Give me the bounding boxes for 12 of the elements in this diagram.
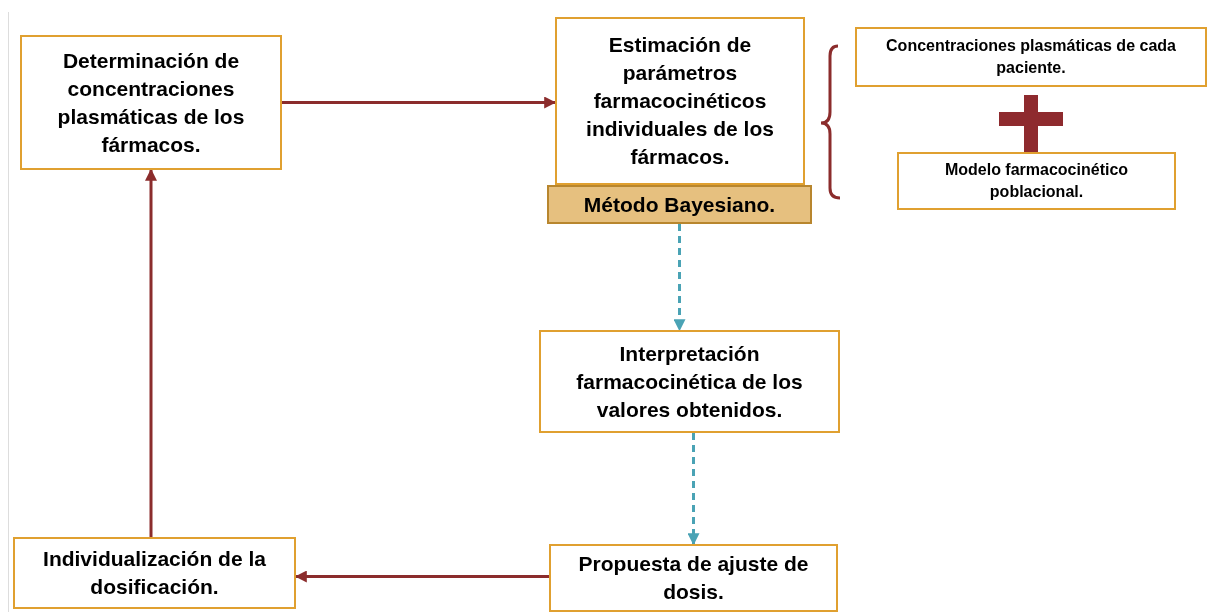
process-box: Interpretación farmacocinética de los valores obtenidos. <box>539 330 840 433</box>
arrow <box>687 433 700 546</box>
process-box: Estimación de parámetros farmacocinéticos individuales de los fármacos. <box>555 17 805 185</box>
arrow <box>673 224 686 332</box>
process-box: Modelo farmacocinético poblacional. <box>897 152 1176 210</box>
process-box: Concentraciones plasmáticas de cada paciente. <box>855 27 1207 87</box>
process-box: Propuesta de ajuste de dosis. <box>549 544 838 612</box>
process-box: Individualización de la dosificación. <box>13 537 296 609</box>
process-box: Determinación de concentraciones plasmáticas de los fármacos. <box>20 35 282 170</box>
arrow <box>282 96 557 109</box>
method-label: Método Bayesiano. <box>547 185 812 224</box>
arrow <box>145 168 157 537</box>
